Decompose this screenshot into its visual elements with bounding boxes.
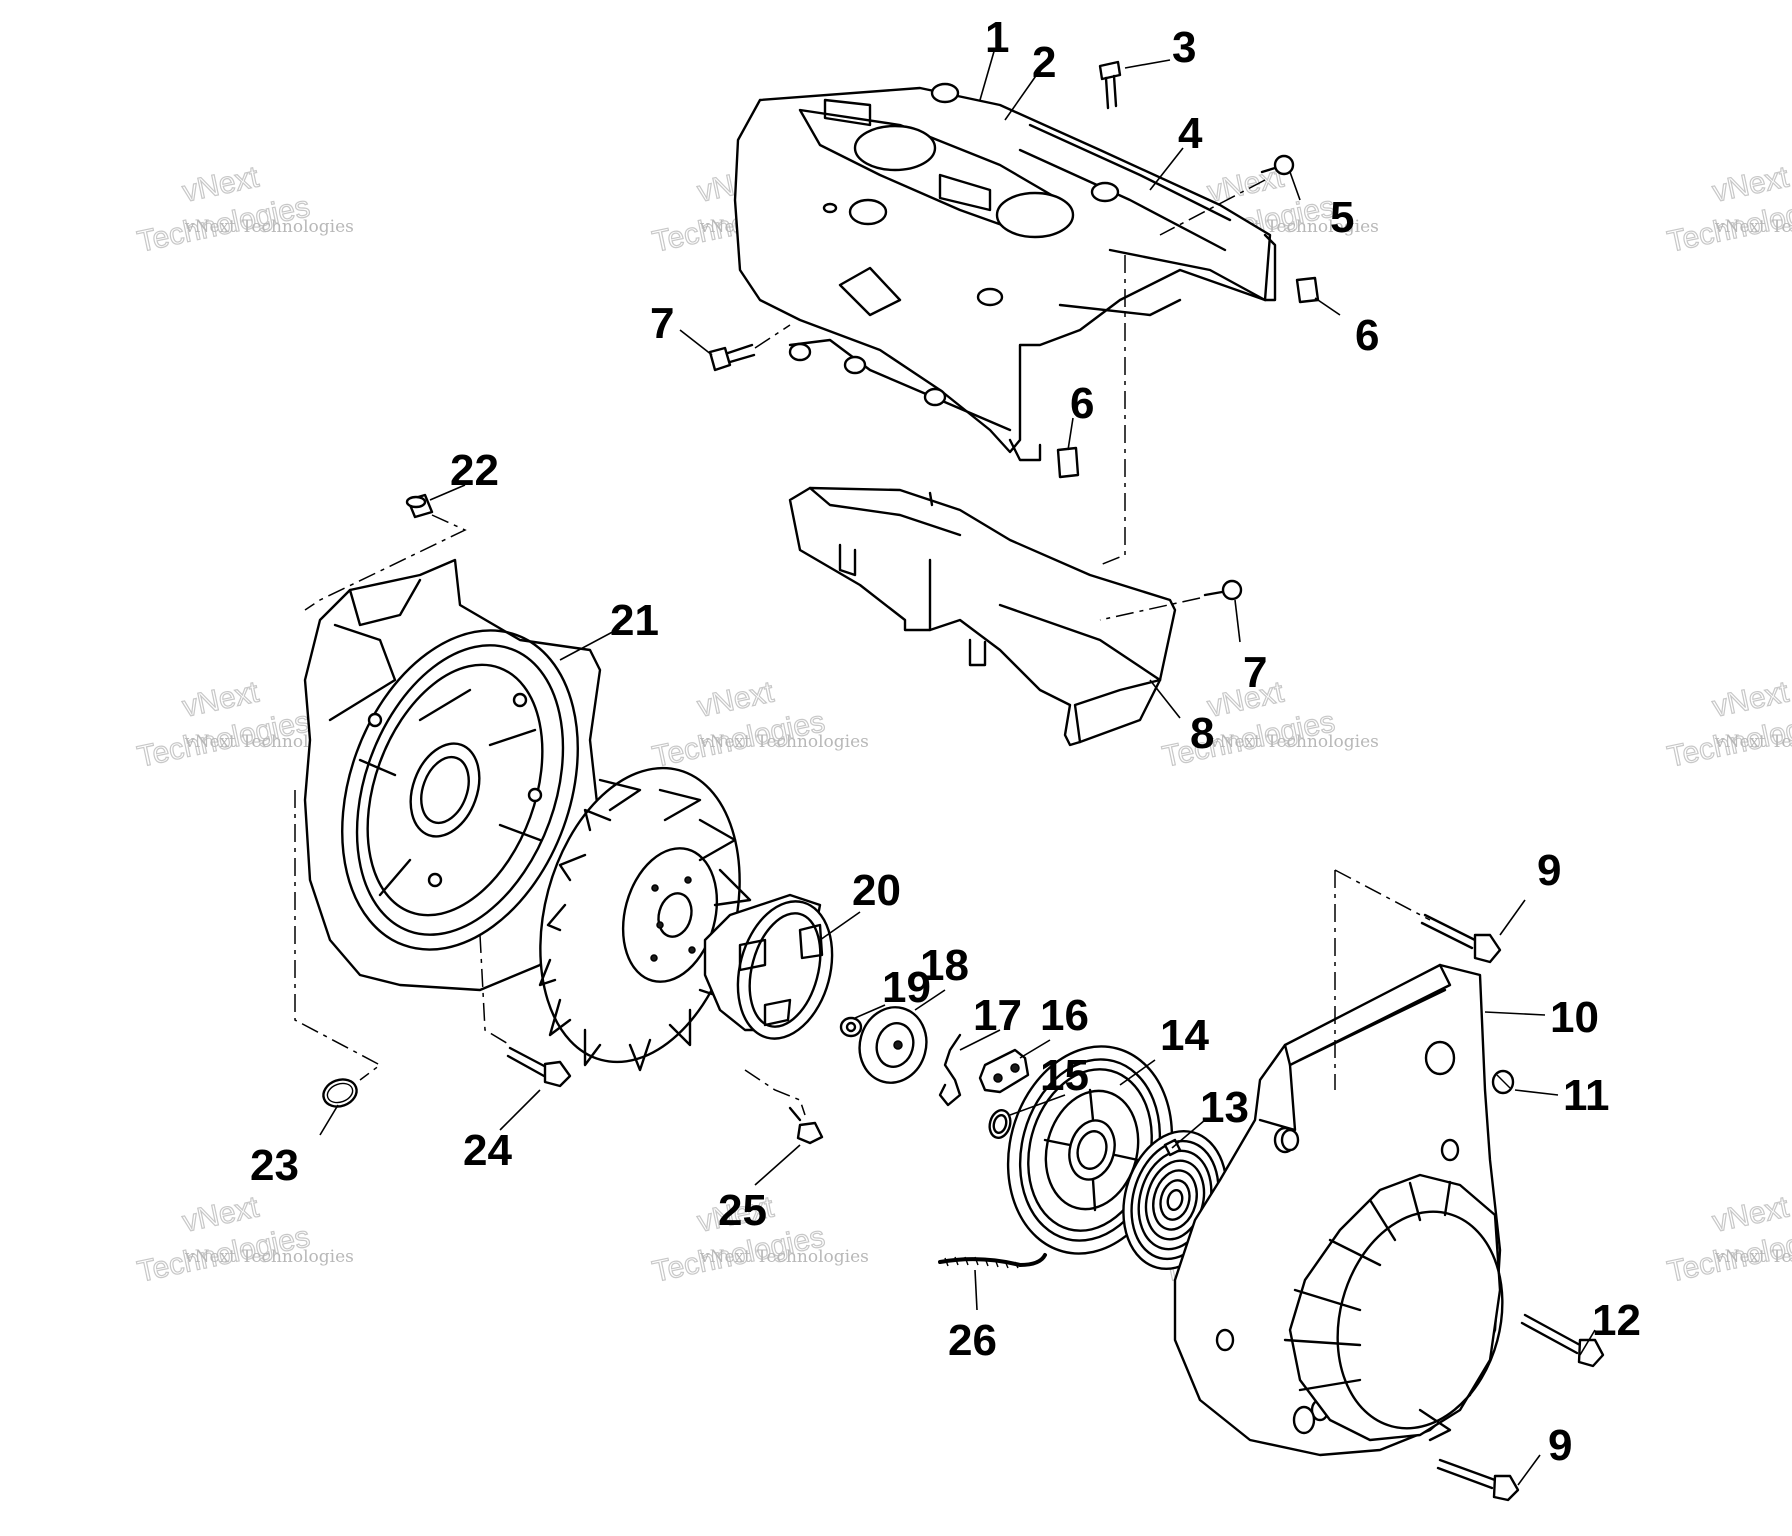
callout-24: 24 [463, 1126, 512, 1175]
spring-17 [938, 1033, 962, 1107]
spacer-22 [405, 493, 434, 519]
watermark-text: vNext Technologies [1714, 1247, 1792, 1267]
callout-12: 12 [1592, 1296, 1641, 1345]
starter-rope-26-twist [944, 1256, 1019, 1269]
callout-16: 16 [1040, 991, 1089, 1040]
rubber-clip-lower [1056, 446, 1080, 479]
callout-11: 11 [1563, 1071, 1610, 1120]
alignment-line-7a [754, 324, 791, 349]
alignment-line-25 [744, 1069, 806, 1116]
callout-14: 14 [1160, 1011, 1209, 1060]
alignment-line-5 [1159, 179, 1266, 236]
alignment-line-23 [294, 790, 382, 1081]
air-duct [788, 486, 1177, 747]
screw-7-lower [1203, 579, 1243, 601]
fan-housing [303, 558, 602, 992]
bolt-24 [506, 1046, 572, 1088]
alignment-line-top [1099, 255, 1126, 566]
watermark-text: vNext Technologies [1714, 732, 1792, 752]
callout-9-upper: 9 [1537, 846, 1561, 895]
callout-17: 17 [973, 991, 1022, 1040]
callout-25: 25 [718, 1186, 767, 1235]
watermark-text: vNext Technologies [1714, 217, 1792, 237]
watermark-text: vNext Technologies [699, 1247, 869, 1267]
alignment-line-9 [1334, 869, 1431, 1090]
ring-23 [322, 1078, 358, 1108]
bolt-12 [1520, 1313, 1605, 1368]
callout-19: 19 [882, 963, 931, 1012]
watermark-text: vNext Technologies [699, 732, 869, 752]
callout-26: 26 [948, 1316, 997, 1365]
starter-rope-26 [938, 1253, 1047, 1267]
bolt-25 [788, 1106, 824, 1145]
screw-5 [1260, 154, 1295, 176]
watermark-text: vNext Technologies [184, 217, 354, 237]
bolt-9-upper [1420, 913, 1502, 964]
callout-21: 21 [610, 596, 659, 645]
alignment-line-24 [479, 934, 511, 1046]
bolt-9-lower [1436, 1458, 1520, 1502]
screw-7-upper [708, 343, 756, 372]
callout-8: 8 [1190, 709, 1214, 758]
callout-7-upper: 7 [650, 299, 674, 348]
callout-numbers: 1 2 3 4 5 6 6 7 7 8 9 9 10 11 12 13 14 1… [250, 13, 1641, 1470]
watermark-text: vNext Technologies [184, 1247, 354, 1267]
pawl-16 [978, 1048, 1030, 1094]
callout-18: 18 [920, 941, 969, 990]
callout-3: 3 [1172, 23, 1196, 72]
callout-7-lower: 7 [1243, 648, 1267, 697]
screw-3 [1098, 60, 1122, 110]
nut-19 [839, 1016, 863, 1038]
alignment-line-7b [1099, 597, 1201, 621]
starter-housing-10 [1173, 963, 1504, 1457]
callout-9-lower: 9 [1548, 1421, 1572, 1470]
starter-cup-20 [703, 893, 834, 1040]
callout-2: 2 [1032, 38, 1056, 87]
leader-lines [319, 47, 1596, 1486]
callout-15: 15 [1040, 1051, 1089, 1100]
callout-4: 4 [1178, 109, 1203, 158]
callout-10: 10 [1550, 993, 1599, 1042]
alignment-line-22 [304, 514, 467, 611]
callout-5: 5 [1330, 193, 1354, 242]
callout-6-lower: 6 [1070, 379, 1094, 428]
callout-22: 22 [450, 446, 499, 495]
callout-13: 13 [1200, 1083, 1249, 1132]
watermark-text: vNext Technologies [1209, 732, 1379, 752]
callout-1: 1 [985, 13, 1009, 62]
plate-18 [858, 1006, 928, 1084]
top-shroud [733, 82, 1277, 462]
ring-15 [988, 1109, 1012, 1139]
plug-11 [1491, 1069, 1515, 1095]
callout-23: 23 [250, 1141, 299, 1190]
callout-6-right: 6 [1355, 311, 1379, 360]
callout-20: 20 [852, 866, 901, 915]
